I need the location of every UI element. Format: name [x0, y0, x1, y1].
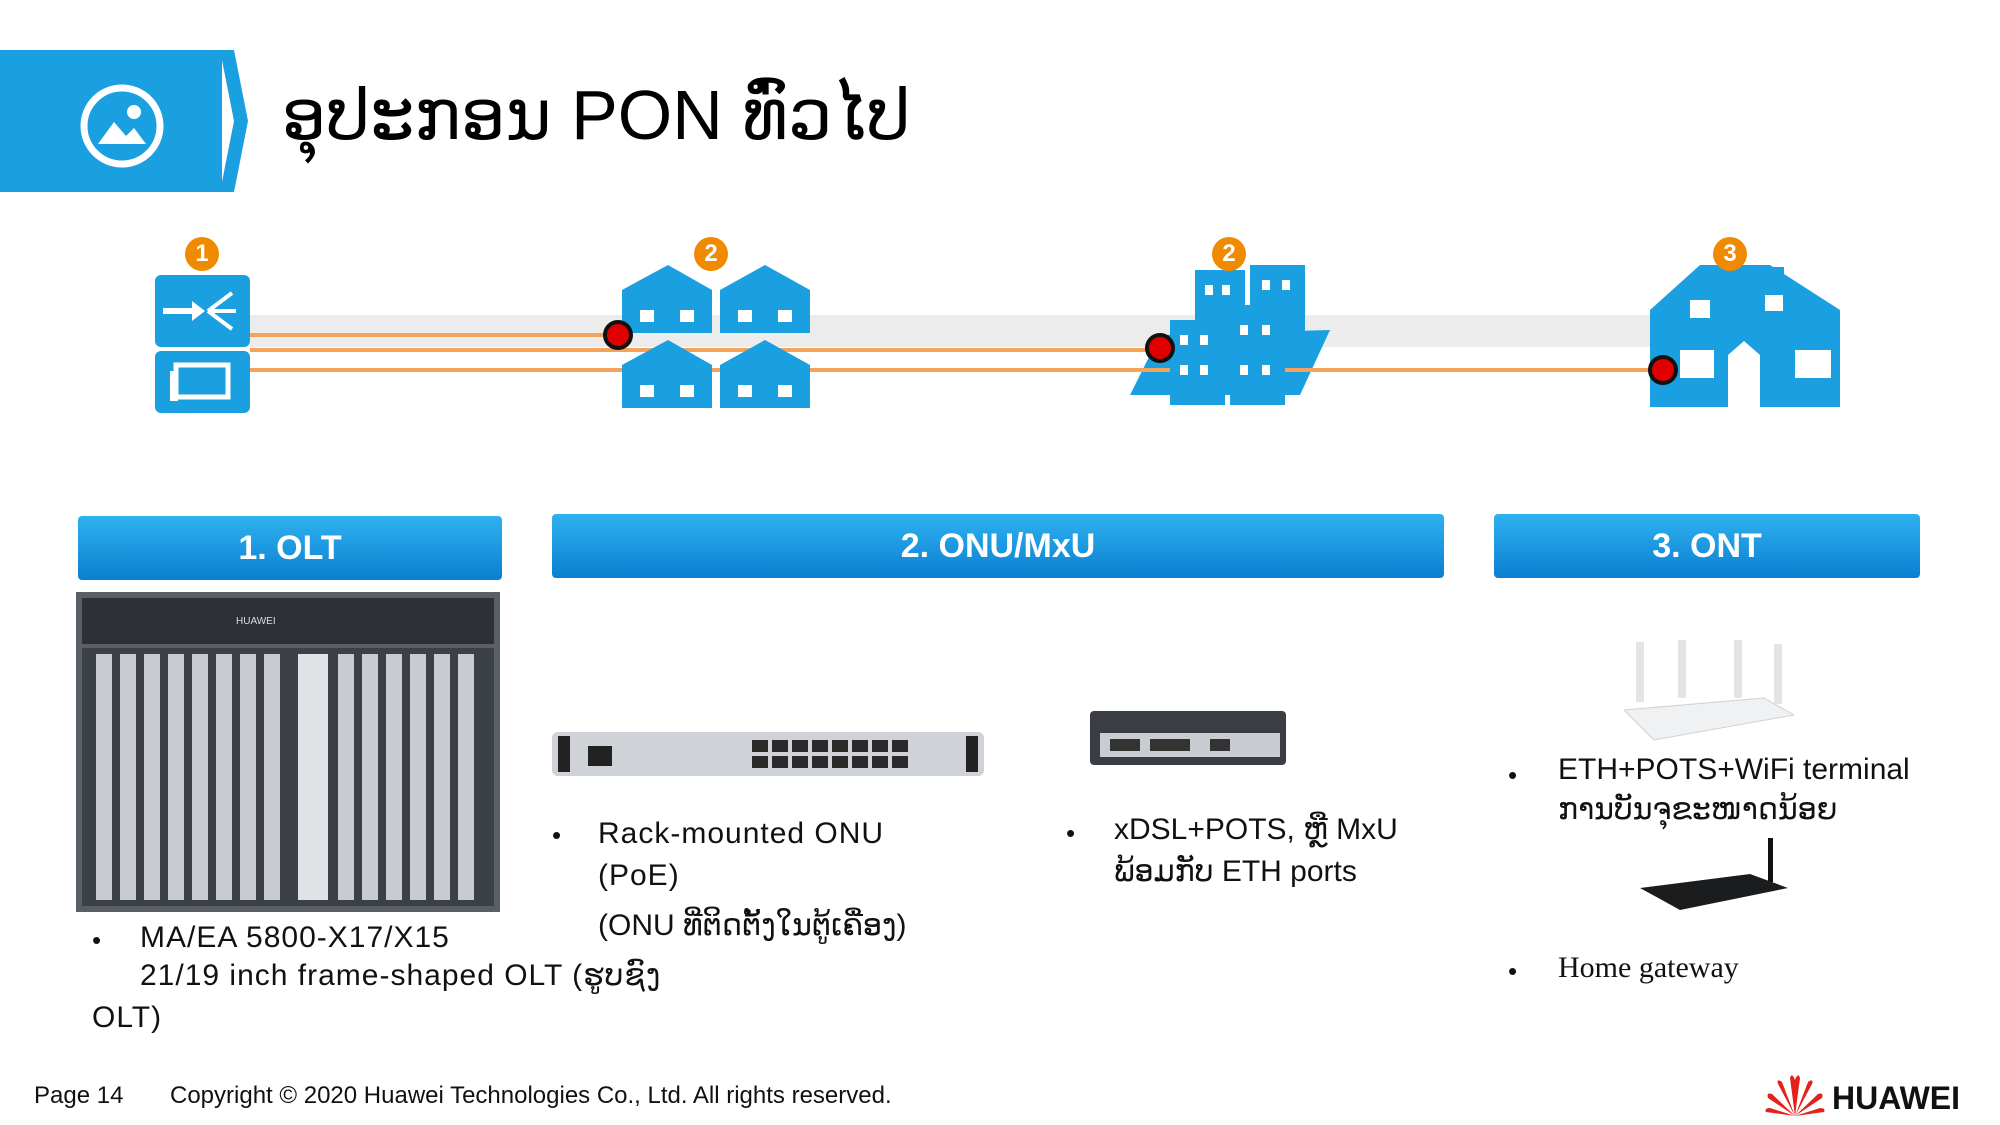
home-gateway-label: Home gateway	[1558, 951, 1739, 984]
endpoint-dot	[603, 320, 633, 350]
bullet-dot: •	[552, 820, 562, 850]
title-banner	[0, 50, 222, 192]
olt-bullet-line1: MA/EA 5800-X17/X15	[140, 921, 450, 954]
banner-chevron	[220, 50, 248, 192]
olt-icon	[155, 275, 250, 413]
olt-chassis-image: HUAWEI	[76, 592, 500, 912]
endpoint-dot	[1648, 355, 1678, 385]
buildings-icon	[1170, 265, 1305, 405]
bullet-dot: •	[1066, 818, 1076, 848]
marker-2a: 2	[694, 237, 728, 271]
onu-heading: 2. ONU/MxU	[552, 514, 1444, 578]
pon-topology-diagram	[155, 265, 1840, 413]
houses-icon	[622, 265, 810, 408]
huawei-brand: HUAWEI	[1832, 1080, 1960, 1116]
svg-text:HUAWEI: HUAWEI	[236, 616, 276, 627]
xdsl-line2: ພ້ອມກັບ ETH ports	[1114, 855, 1357, 888]
rack-onu-line1: Rack-mounted ONU	[598, 817, 885, 850]
endpoint-dot	[1145, 333, 1175, 363]
rack-onu-image	[552, 732, 984, 776]
page-number: Page 14	[34, 1082, 124, 1109]
page-title: ອຸປະກອນ PON ທົ່ວໄປ	[282, 76, 911, 154]
xdsl-line1: xDSL+POTS, ຫຼື MxU	[1114, 813, 1398, 846]
image-icon	[80, 84, 164, 168]
marker-3: 3	[1713, 237, 1747, 271]
ont-wifi-line1: ETH+POTS+WiFi terminal	[1558, 753, 1910, 786]
house-icon	[1650, 265, 1840, 407]
copyright: Copyright © 2020 Huawei Technologies Co.…	[170, 1082, 892, 1109]
home-gateway-image	[1640, 838, 1788, 910]
grey-band	[250, 315, 1680, 347]
wifi-ont-image	[1624, 640, 1794, 741]
ont-heading: 3. ONT	[1494, 514, 1920, 578]
bullet-dot: •	[1508, 760, 1518, 790]
huawei-logo-icon	[1765, 1075, 1825, 1116]
rack-onu-line3: (ONU ທີ່ຕິດຕັ້ງໃນຕູ້ເຄື່ອງ)	[598, 909, 907, 942]
olt-heading: 1. OLT	[78, 516, 502, 580]
rack-onu-line2: (PoE)	[598, 859, 680, 892]
bullet-dot: •	[1508, 956, 1518, 986]
bullet-dot: •	[92, 925, 102, 955]
olt-bullet-line3: OLT)	[92, 1001, 163, 1034]
ont-wifi-line2: ການບັນຈຸຂະໜາດນ້ອຍ	[1558, 793, 1838, 826]
marker-1: 1	[185, 237, 219, 271]
marker-2b: 2	[1212, 237, 1246, 271]
olt-bullet-line2: 21/19 inch frame-shaped OLT (ຮູບຊົງ	[140, 959, 662, 992]
mxu-image	[1090, 711, 1286, 765]
